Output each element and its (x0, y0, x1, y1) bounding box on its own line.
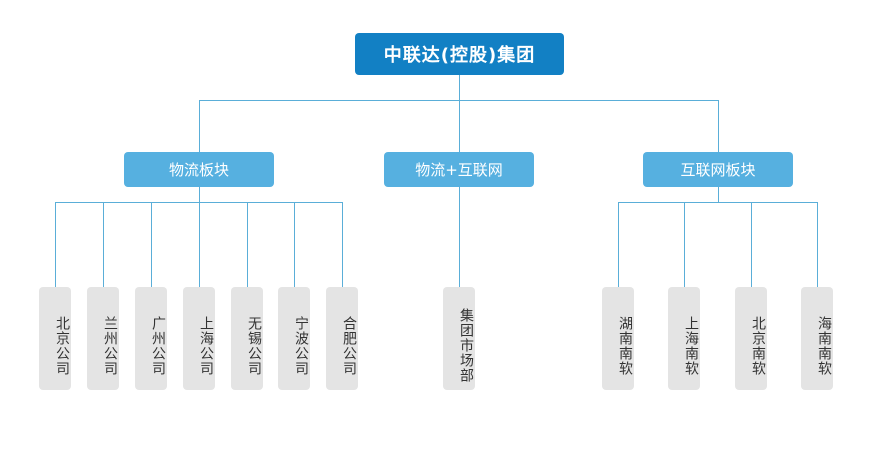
leaf-node: 海南南软 (801, 287, 833, 390)
leaf-node: 北京公司 (39, 287, 71, 390)
leaf-node: 集团市场部 (443, 287, 475, 390)
root-node: 中联达(控股)集团 (355, 33, 564, 75)
division-logistics-internet: 物流+互联网 (384, 152, 534, 187)
leaf-node: 湖南南软 (602, 287, 634, 390)
leaf-node: 上海公司 (183, 287, 215, 390)
division-internet: 互联网板块 (643, 152, 793, 187)
leaf-node: 合肥公司 (326, 287, 358, 390)
leaf-node: 上海南软 (668, 287, 700, 390)
leaf-node: 广州公司 (135, 287, 167, 390)
leaf-node: 无锡公司 (231, 287, 263, 390)
leaf-node: 宁波公司 (278, 287, 310, 390)
leaf-node: 北京南软 (735, 287, 767, 390)
leaf-node: 兰州公司 (87, 287, 119, 390)
division-logistics: 物流板块 (124, 152, 274, 187)
